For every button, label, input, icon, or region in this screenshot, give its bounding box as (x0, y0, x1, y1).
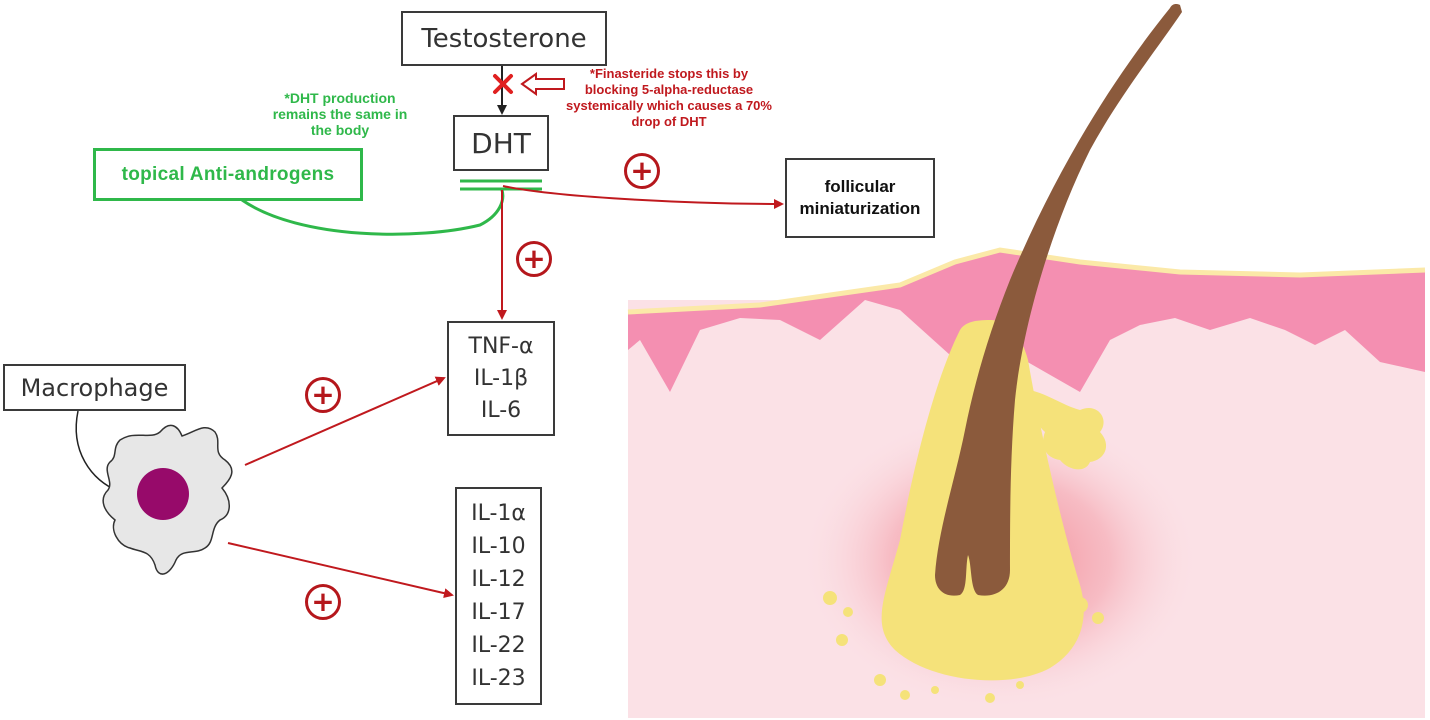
plus-icon: + (516, 241, 552, 277)
cross-icon (493, 74, 513, 94)
cytokine-group-1: TNF-α IL-1β IL-6 (447, 321, 555, 436)
cytokine-label: IL-22 (471, 633, 526, 658)
macrophage-node: Macrophage (3, 364, 186, 411)
finasteride-note-line: blocking 5-alpha-reductase (584, 82, 754, 97)
cytokine-label: IL-1β (473, 365, 529, 391)
topical-antiandrogens-node: topical Anti-androgens (93, 148, 363, 201)
dht-production-note-line: the body (310, 122, 370, 138)
finasteride-note-line: drop of DHT (631, 114, 707, 129)
cytokine-label: IL-1α (471, 501, 526, 526)
cytokine-label: IL-12 (471, 567, 526, 592)
macrophage-to-group2-arrow (227, 542, 454, 599)
plus-icon: + (305, 377, 341, 413)
dht-label: DHT (471, 126, 531, 160)
topical-antiandrogens-label: topical Anti-androgens (121, 163, 335, 185)
cytokine-group-2: IL-1α IL-10 IL-12 IL-17 IL-22 IL-23 (455, 487, 542, 705)
finasteride-note-line: systemically which causes a 70% (566, 98, 772, 113)
receptor-block-lines (460, 179, 542, 191)
cytokine-label: IL-6 (480, 397, 522, 423)
cytokine-label: IL-17 (471, 600, 526, 625)
dht-production-note-line: *DHT production (284, 90, 396, 106)
cytokine-label: IL-10 (471, 534, 526, 559)
epidermis-surface-line (627, 247, 1426, 315)
testosterone-node: Testosterone (401, 11, 607, 66)
macrophage-nucleus (137, 468, 189, 520)
hair-shaft (935, 4, 1182, 596)
macrophage-label: Macrophage (20, 373, 169, 402)
plus-icon: + (624, 153, 660, 189)
cytokine-label: TNF-α (468, 333, 534, 359)
testosterone-label: Testosterone (421, 23, 587, 54)
plus-icon: + (305, 584, 341, 620)
topical-inhibition-curve (241, 189, 505, 236)
macrophage-to-group1-arrow (244, 376, 446, 466)
finasteride-note-line: *Finasteride stops this by (589, 66, 749, 81)
sebaceous-gland (1030, 390, 1107, 470)
dht-production-note-line: remains the same in (272, 106, 408, 122)
follicle-particles (823, 591, 1104, 703)
finasteride-pointer-arrow (520, 72, 565, 96)
dht-node: DHT (453, 115, 549, 171)
finasteride-note: *Finasteride stops this by blocking 5-al… (556, 66, 782, 130)
cytokine-label: IL-23 (471, 666, 526, 691)
follicular-label: follicular (824, 177, 896, 196)
dht-to-follicular-arrow (502, 185, 784, 209)
dht-production-note: *DHT production remains the same in the … (262, 90, 418, 138)
miniaturization-label: miniaturization (799, 199, 921, 218)
follicular-miniaturization-node: follicular miniaturization (785, 158, 935, 238)
